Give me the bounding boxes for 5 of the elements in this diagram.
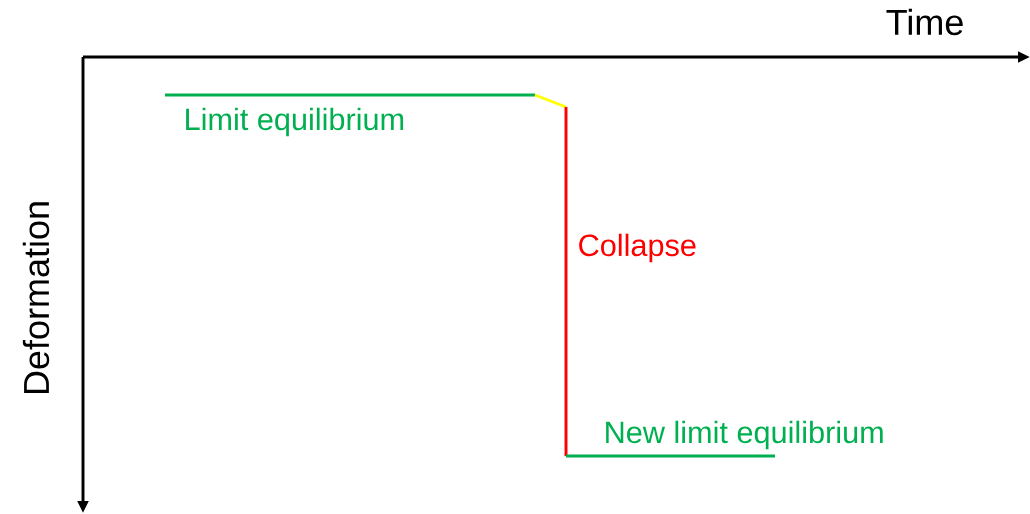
axis-label: Deformation [22, 202, 50, 394]
curve-label: New limit equilibrium [606, 420, 883, 450]
curve-label: Limit equilibrium [186, 107, 404, 137]
axis-label: Time [886, 8, 963, 36]
curve-label: Collapse [579, 233, 696, 263]
